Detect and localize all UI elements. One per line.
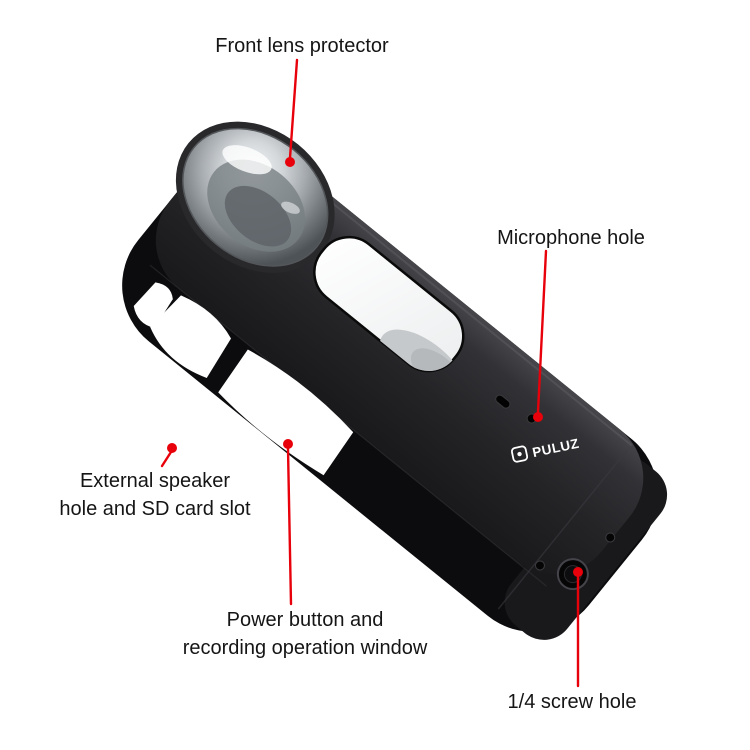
dome-specular-highlight-small [281, 201, 300, 214]
callout-label-screw-hole: 1/4 screw hole [508, 688, 637, 716]
callout-leader-microphone [533, 249, 548, 422]
puluz-logo-mark-icon [510, 445, 529, 463]
callout-leader-power-window [283, 439, 293, 606]
callout-leader-front-lens [285, 58, 299, 167]
callout-text: recording operation window [182, 637, 428, 659]
callout-dot-microphone [533, 412, 543, 422]
callout-text: External speaker [79, 470, 231, 492]
callout-label-front-lens: Front lens protector [215, 32, 388, 60]
callout-text: Power button and [226, 609, 384, 631]
callout-leader-screw-hole [573, 567, 583, 688]
locating-hole-right [605, 532, 616, 543]
callout-leader-speaker-sd [160, 443, 177, 468]
callout-dot-speaker-sd [167, 443, 177, 453]
callout-text: Microphone hole [497, 227, 645, 249]
case-body [122, 121, 668, 640]
callout-text: Front lens protector [215, 35, 389, 57]
screw-mount-area [534, 532, 616, 591]
callout-text: 1/4 screw hole [507, 691, 637, 713]
locating-hole-left [534, 560, 545, 571]
power-recording-window-cutout [218, 349, 354, 476]
callout-line-microphone [536, 249, 548, 414]
speaker-hole-cutout [150, 295, 232, 378]
callout-label-power-window: Power button and recording operation win… [183, 606, 428, 662]
puluz-logo-mark-dot [517, 451, 522, 457]
callout-label-speaker-sd: External speaker hole and SD card slot [59, 467, 250, 523]
case-side-edge [149, 264, 547, 587]
callout-dot-screw-hole [573, 567, 583, 577]
screen-cutout [313, 235, 465, 373]
case-end-divider [497, 449, 628, 610]
callout-dot-front-lens [285, 157, 295, 167]
callout-text: hole and SD card slot [59, 498, 251, 520]
dome-interior-shadow [224, 185, 292, 247]
callout-line-speaker-sd [160, 450, 173, 468]
callout-dot-power-window [283, 439, 293, 449]
callout-label-microphone: Microphone hole [497, 224, 645, 252]
dome-specular-highlight [222, 145, 272, 175]
microphone-slot [495, 394, 511, 409]
callout-leaders [160, 58, 583, 688]
callout-line-power-window [286, 447, 293, 606]
sd-slot-cutout [133, 282, 173, 329]
side-cutouts [133, 282, 354, 476]
callout-line-front-lens [288, 58, 299, 160]
